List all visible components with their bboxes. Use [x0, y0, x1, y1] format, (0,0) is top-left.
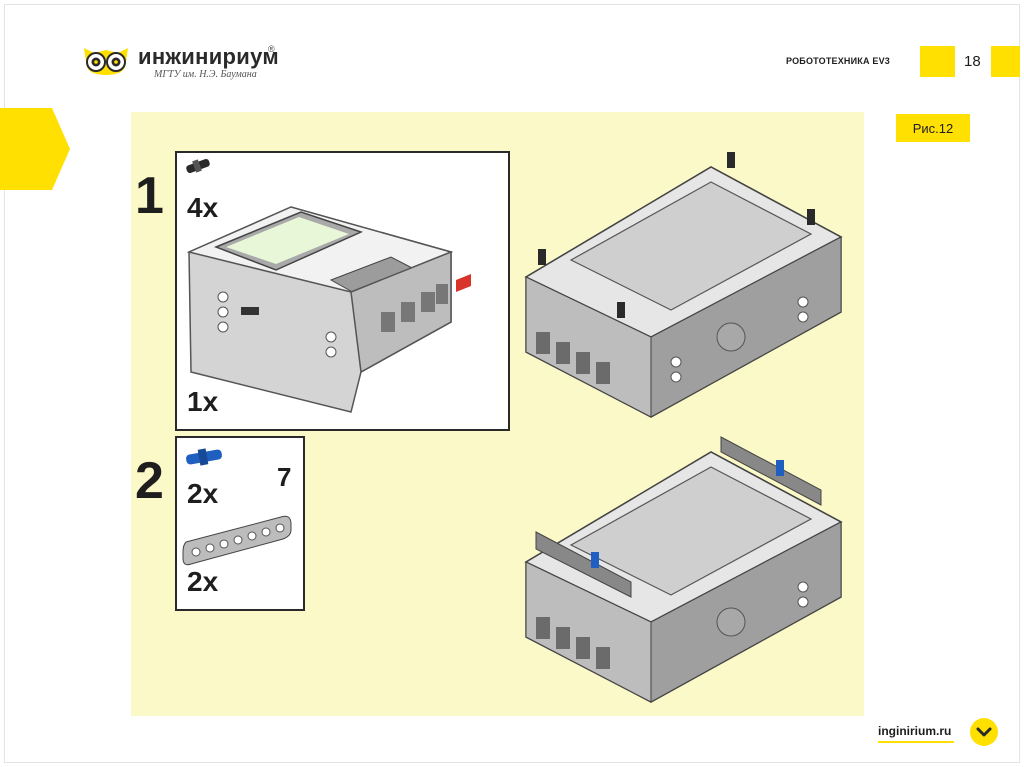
course-title: РОБОТОТЕХНИКА EV3	[786, 56, 890, 66]
chevron-down-icon	[970, 718, 998, 746]
footer-site-underline	[878, 741, 954, 743]
figure-label: Рис.12	[896, 114, 970, 142]
assembled-brick-step-1	[526, 152, 841, 417]
figure-label-text: Рис.12	[913, 121, 954, 136]
logo-name: инжинириум	[138, 44, 279, 70]
step-2-qty-beams: 2x	[187, 568, 218, 596]
assembled-brick-step-2	[526, 437, 841, 702]
page-number: 18	[964, 53, 981, 70]
logo-subtitle: МГТУ им. Н.Э. Баумана	[154, 69, 257, 80]
step-number-1: 1	[135, 170, 164, 222]
step-1-qty-pins: 4x	[187, 194, 218, 222]
step-2-qty-pins: 2x	[187, 480, 218, 508]
instruction-panel: 1 4x 1x 2 2x 7 2x	[131, 112, 864, 716]
arrow-tab-icon	[0, 108, 72, 190]
header-accent-block	[920, 46, 955, 77]
step-2-beam-length: 7	[277, 464, 291, 490]
step-1-qty-brick: 1x	[187, 388, 218, 416]
instruction-illustration	[131, 112, 864, 716]
brand-logo: инжинириум ® МГТУ им. Н.Э. Баумана	[80, 44, 300, 86]
owl-eyes-logo-icon	[80, 44, 132, 78]
header-accent-block-right	[991, 46, 1020, 77]
scroll-down-button[interactable]	[970, 718, 998, 746]
step-number-2: 2	[135, 455, 164, 507]
logo-registered-mark: ®	[268, 44, 275, 54]
footer-site-link[interactable]: inginirium.ru	[878, 724, 951, 738]
